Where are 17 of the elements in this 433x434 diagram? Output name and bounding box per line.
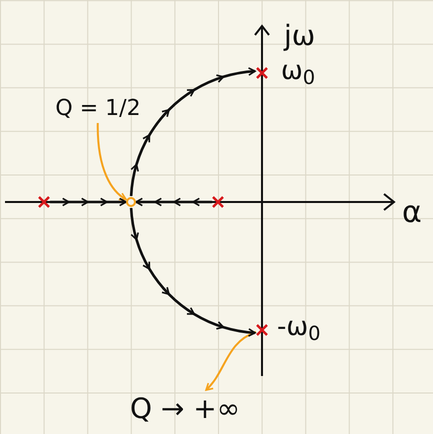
axis-label: α xyxy=(402,198,422,228)
pole-cross xyxy=(212,196,224,208)
root-locus-branch xyxy=(130,67,257,196)
pole-cross xyxy=(256,324,268,336)
pole-cross xyxy=(256,67,268,79)
arrow xyxy=(96,122,127,200)
annotation-text: Q → +∞ xyxy=(130,395,240,423)
arrow xyxy=(205,331,256,391)
pole-cross xyxy=(38,196,50,208)
axis-label: jω xyxy=(284,22,316,50)
root-locus-branch xyxy=(50,198,126,206)
axis-label: -ω$_{0}$ xyxy=(277,314,321,340)
breakaway-point xyxy=(126,197,136,207)
annotation-text: Q = 1/2 xyxy=(55,98,141,120)
root-locus-branch xyxy=(130,208,257,337)
axis-label: ω$_{0}$ xyxy=(281,58,316,84)
root-locus-branch xyxy=(136,198,212,206)
